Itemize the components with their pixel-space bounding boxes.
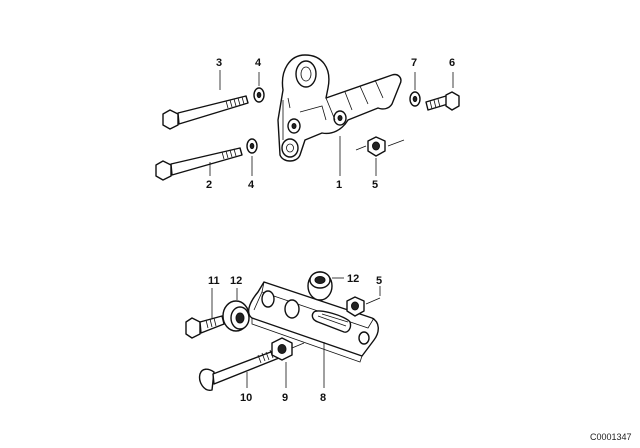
drawing-code: C0001347 [590, 432, 632, 442]
bolt-3 [162, 95, 249, 130]
callout-4-lower: 4 [248, 179, 255, 191]
callout-4-upper: 4 [255, 57, 262, 69]
nut-9 [271, 337, 305, 361]
bracket-1 [277, 54, 402, 162]
callout-11: 11 [208, 275, 220, 287]
callout-2: 2 [206, 179, 212, 191]
washer-4-lower [246, 138, 258, 154]
bushing-12-left [222, 300, 250, 332]
callout-5-top: 5 [372, 179, 378, 191]
bolt-11 [185, 315, 225, 339]
leader-lines-top [209, 70, 454, 176]
callout-6: 6 [449, 57, 455, 69]
leader-lines-bottom [211, 277, 381, 388]
bolt-10 [198, 349, 280, 391]
nut-5-bottom [346, 296, 381, 317]
callout-7: 7 [411, 57, 417, 69]
washer-4-upper [253, 87, 265, 103]
callout-9: 9 [282, 392, 288, 404]
nut-5-top [367, 136, 386, 157]
callout-5-bottom: 5 [376, 275, 382, 287]
bolt-2 [155, 147, 243, 181]
callout-12-left: 12 [230, 275, 242, 287]
bolt-6 [425, 91, 460, 111]
callout-3: 3 [216, 57, 222, 69]
bushing-12-right [307, 271, 333, 301]
callout-12-right: 12 [347, 273, 359, 285]
washer-7 [409, 91, 421, 107]
callout-1: 1 [336, 179, 342, 191]
callout-8: 8 [320, 392, 326, 404]
plate-8 [247, 281, 379, 363]
callout-10: 10 [240, 392, 252, 404]
